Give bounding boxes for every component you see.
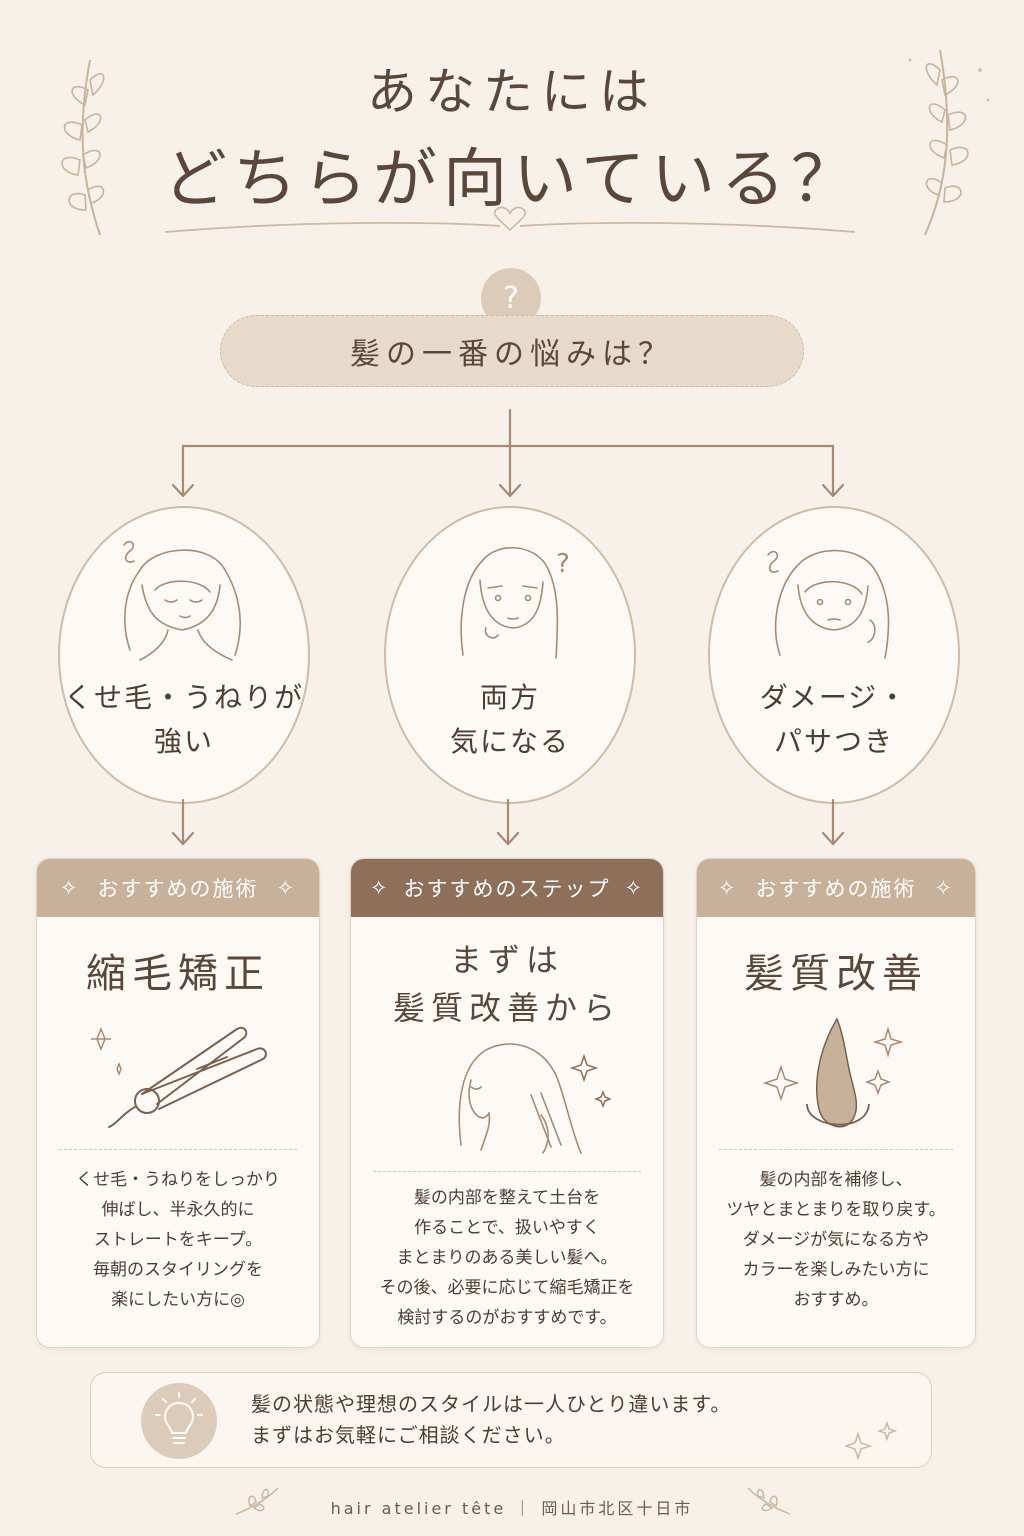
card-desc-line: おすすめ。	[793, 1290, 879, 1310]
flow-arrows	[171, 408, 845, 498]
card-hair-improvement-first: ✧ おすすめのステップ ✧ まずは 髪質改善から 髪の内部を整えて土台を 作るこ…	[350, 858, 664, 1348]
card-straightening: ✧ おすすめの施術 ✧ 縮毛矯正 くせ毛・うねりをしっかり 伸ばし、半永久的に …	[36, 858, 320, 1348]
card-title: 縮毛矯正	[86, 951, 270, 997]
card-title: 髪質改善	[744, 951, 928, 997]
card-desc-line: 伸ばし、半永久的に	[101, 1200, 255, 1220]
title-line-2: どちらが向いている？	[162, 143, 862, 217]
title-line-1: あなたには	[367, 63, 657, 121]
card-desc-line: カラーを楽しみたい方に	[742, 1260, 930, 1280]
sparkle-icon: ✧	[717, 876, 738, 900]
title-underline-heart-icon	[164, 206, 856, 233]
question-text: 髪の一番の悩みは？	[220, 315, 804, 387]
woman-straight-hair-icon	[458, 1043, 611, 1154]
card-header: ✧ おすすめの施術 ✧	[37, 859, 319, 917]
card-desc-line: ダメージが気になる方や	[742, 1230, 930, 1250]
card-description: くせ毛・うねりをしっかり 伸ばし、半永久的に ストレートをキープ。 毎朝のスタイ…	[37, 1165, 319, 1315]
option-label-both: 両方 気になる	[384, 676, 636, 764]
option-label-curly-line1: くせ毛・うねりが	[63, 681, 304, 714]
card-desc-line: 楽にしたい方に◎	[111, 1290, 245, 1310]
salon-brand: hair atelier tête ｜ 岡山市北区十日市	[330, 1499, 694, 1518]
leaf-branch-icon	[61, 59, 105, 236]
sparkle-icon: ✧	[59, 876, 80, 900]
sparkle-icon	[843, 1421, 898, 1461]
leaf-branch-icon	[908, 49, 990, 236]
card-desc-line: くせ毛・うねりをしっかり	[76, 1170, 280, 1190]
card-desc-line: 検討するのがおすすめです。	[397, 1308, 617, 1328]
leaf-branch-icon	[747, 1487, 791, 1515]
sparkle-icon: ✧	[624, 876, 645, 900]
card-desc-line: ツヤとまとまりを取り戻す。	[726, 1200, 946, 1220]
card-header: ✧ おすすめの施術 ✧	[697, 859, 975, 917]
card-desc-line: まとまりのある美しい髪へ。	[396, 1248, 618, 1268]
card-header-label: おすすめのステップ	[403, 877, 611, 901]
sparkle-icon: ✧	[934, 876, 955, 900]
card-header-label: おすすめの施術	[97, 877, 259, 901]
hair-iron-icon	[91, 1026, 267, 1128]
card-description: 髪の内部を補修し、 ツヤとまとまりを取り戻す。 ダメージが気になる方や カラーを…	[697, 1165, 975, 1315]
card-desc-line: ストレートをキープ。	[93, 1230, 263, 1250]
card-title-line2: 髪質改善から	[392, 989, 621, 1027]
consultation-text: 髪の状態や理想のスタイルは一人ひとり違います。 まずはお気軽にご相談ください。	[251, 1389, 731, 1451]
consultation-line1: 髪の状態や理想のスタイルは一人ひとり違います。	[251, 1392, 732, 1416]
card-desc-line: 作ることで、扱いやすく	[414, 1218, 600, 1238]
option-label-curly: くせ毛・うねりが 強い	[58, 676, 310, 764]
consultation-note: 髪の状態や理想のスタイルは一人ひとり違います。 まずはお気軽にご相談ください。	[90, 1372, 932, 1468]
card-desc-line: 毎朝のスタイリングを	[93, 1260, 263, 1280]
consultation-line2: まずはお気軽にご相談ください。	[251, 1423, 566, 1447]
card-desc-line: その後、必要に応じて縮毛矯正を	[379, 1278, 635, 1298]
card-header-label: おすすめの施術	[755, 877, 917, 901]
arrow-down-icon	[171, 798, 845, 846]
lightbulb-icon	[141, 1383, 217, 1459]
woman-thinking-icon: ?	[460, 547, 570, 659]
card-header: ✧ おすすめのステップ ✧	[351, 859, 663, 917]
option-bubble-damage[interactable]	[708, 506, 960, 804]
woman-wavy-hair-icon	[767, 549, 890, 659]
sparkle-icon: ✧	[369, 876, 390, 900]
option-label-damage-line1: ダメージ・	[759, 681, 909, 714]
option-label-both-line2: 気になる	[449, 725, 570, 758]
option-label-both-line1: 両方	[479, 681, 540, 714]
leaf-branch-icon	[235, 1487, 279, 1515]
sparkle-icon: ✧	[276, 876, 297, 900]
card-desc-line: 髪の内部を補修し、	[759, 1170, 913, 1190]
card-hair-improvement: ✧ おすすめの施術 ✧ 髪質改善 髪の内部を補修し、 ツヤとまとまりを取り戻す。…	[696, 858, 976, 1348]
option-label-damage-line2: パサつき	[773, 725, 894, 758]
card-description: 髪の内部を整えて土台を 作ることで、扱いやすく まとまりのある美しい髪へ。 その…	[351, 1183, 663, 1333]
option-bubble-curly[interactable]	[58, 506, 310, 804]
option-label-curly-line2: 強い	[153, 725, 214, 758]
card-title-line1: まずは	[449, 941, 564, 979]
woman-curly-hair-icon	[123, 540, 241, 661]
hair-strand-icon	[762, 1017, 904, 1128]
card-desc-line: 髪の内部を整えて土台を	[413, 1188, 601, 1208]
option-label-damage: ダメージ・ パサつき	[708, 676, 960, 764]
svg-text:?: ?	[556, 549, 570, 579]
option-bubble-both[interactable]	[384, 506, 636, 804]
